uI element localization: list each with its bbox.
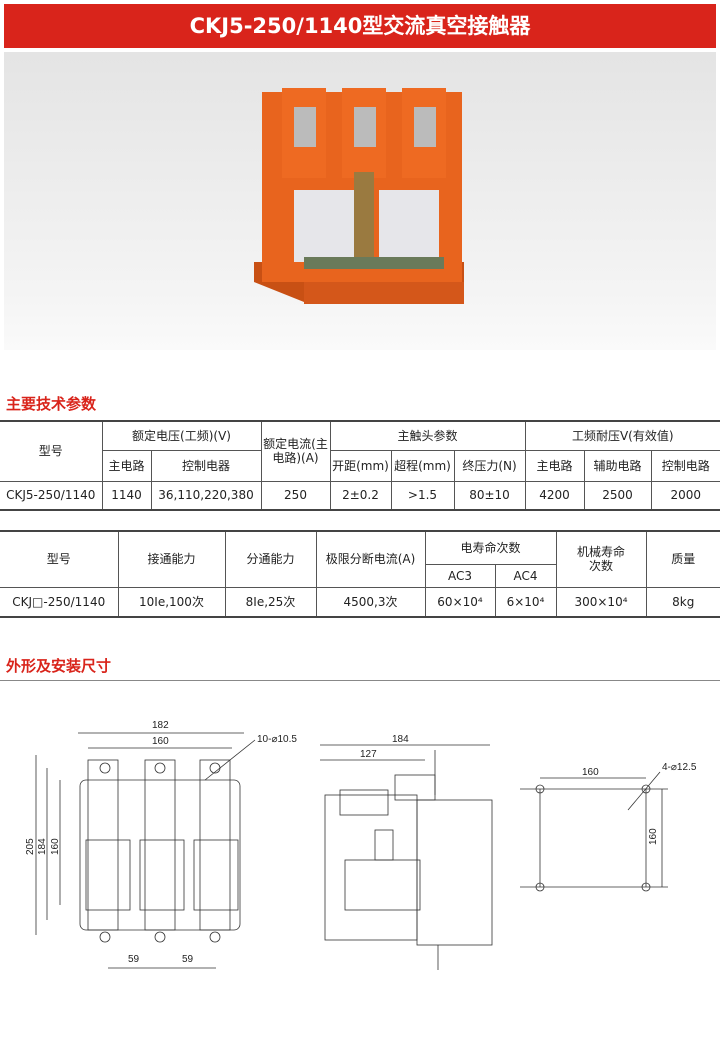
dim-side-127: 127 [360,749,377,760]
dim-205: 205 [25,838,36,855]
header-w-main: 主电路 [524,449,585,482]
header-model: 型号 [0,420,103,482]
dimension-drawings: 182 160 10-⌀10.5 205 184 160 59 59 184 1… [0,700,720,970]
params-table-2: 型号 接通能力 分通能力 极限分断电流(A) 电寿命次数 机械寿命次数 质量 A… [0,530,720,618]
dim-184: 184 [37,838,48,855]
cell: CKJ5-250/1140 [0,480,103,511]
header-limit-current: 极限分断电流(A) [315,530,426,588]
cell: 10Ie,100次 [117,586,226,618]
cell: 8Ie,25次 [224,586,317,618]
header-control: 控制电器 [150,449,262,482]
cell: 80±10 [453,480,526,511]
product-photo [4,52,716,350]
header-main-circuit: 主电路 [102,449,152,482]
cell: 4200 [524,480,585,511]
dim-mount-160v: 160 [648,828,659,845]
header-mechanical-life: 机械寿命次数 [555,530,647,588]
dim-182: 182 [152,720,169,731]
side-view [320,744,493,970]
cell: >1.5 [390,480,455,511]
header-ac3: AC3 [425,563,496,588]
divider [0,680,720,681]
cell: 2±0.2 [329,480,392,511]
header-mass: 质量 [645,530,720,588]
header-main-contact: 主触头参数 [329,420,526,451]
dim-160: 160 [152,736,169,747]
mounting-view [520,771,668,892]
dim-mount-160h: 160 [582,767,599,778]
header-ac4: AC4 [494,563,556,588]
header-rated-current: 额定电流(主电路)(A) [260,420,331,482]
cell: CKJ□-250/1140 [0,586,119,618]
cell: 8kg [645,586,720,618]
cell: 60×10⁴ [424,586,496,618]
dim-59b: 59 [182,954,194,965]
cell: 36,110,220,380 [150,480,262,511]
header-overtravel: 超程(mm) [390,449,455,482]
cell: 250 [260,480,331,511]
cell: 2500 [583,480,652,511]
header-gap: 开距(mm) [329,449,392,482]
dim-side-184: 184 [392,734,409,745]
section-title-params: 主要技术参数 [6,395,97,413]
header-withstand-voltage: 工频耐压V(有效值) [524,420,720,451]
header-electrical-life: 电寿命次数 [424,530,557,565]
front-view [35,732,256,969]
dim-59a: 59 [128,954,140,965]
header-force: 终压力(N) [453,449,526,482]
section-title-dims: 外形及安装尺寸 [6,657,112,675]
dim-holes-front: 10-⌀10.5 [257,734,297,745]
header-w-aux: 辅助电路 [583,449,652,482]
params-table-1: 型号 额定电压(工频)(V) 额定电流(主电路)(A) 主触头参数 工频耐压V(… [0,420,720,511]
header-make-capacity: 接通能力 [117,530,226,588]
cell: 1140 [101,480,152,511]
header-break-capacity: 分通能力 [224,530,317,588]
cell: 6×10⁴ [494,586,557,618]
cell: 2000 [650,480,720,511]
header-rated-voltage: 额定电压(工频)(V) [101,420,262,451]
page-title: CKJ5-250/1140型交流真空接触器 [4,4,716,48]
dim-160v: 160 [50,838,61,855]
header-w-ctrl: 控制电路 [650,449,720,482]
header-model: 型号 [0,530,119,588]
dim-mount-holes: 4-⌀12.5 [662,762,697,773]
cell: 300×10⁴ [555,586,647,618]
cell: 4500,3次 [315,586,426,618]
